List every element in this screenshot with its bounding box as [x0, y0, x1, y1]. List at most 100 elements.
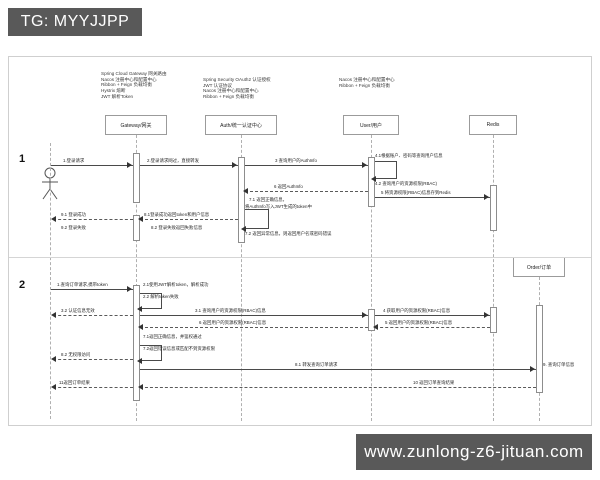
message-label-s2-10: 10 返回订单查询结果 — [413, 380, 455, 385]
note-auth-line-4: Ribbon + Feign 负载均衡 — [203, 94, 254, 100]
arrowhead-s2-1 — [127, 286, 132, 292]
lifeline-auth — [241, 135, 242, 421]
message-label-s1-91: 9.1 登录成功 — [61, 212, 86, 217]
participant-box-gateway[interactable]: Gateway/网关 — [105, 115, 167, 135]
selfloop-s1-41 — [375, 161, 397, 179]
arrowhead-s2-4 — [484, 312, 489, 318]
message-label-s1-41: 4.1根据账户、密码等查询用户信息 — [375, 153, 443, 158]
arrow-s2-32 — [53, 315, 133, 316]
message-label-s2-21: 2.1使用JWT解析token，解析成功 — [143, 282, 209, 287]
arrow-s2-11 — [53, 387, 133, 388]
lifeline-user — [371, 135, 372, 421]
message-label-s1-71: 7.1 返回正确信息， — [249, 197, 288, 202]
message-label-s1-1: 1.登录请求 — [63, 158, 85, 163]
arrow-s1-81 — [140, 219, 238, 220]
activation-user-s1 — [368, 157, 375, 207]
arrow-s1-2 — [140, 165, 238, 166]
participant-label-order: Order/订单 — [526, 264, 552, 271]
message-label-s2-1: 1.查询订单请求,携带token — [57, 282, 108, 287]
message-label-s1-3: 3 查询用户的AuthInfo — [275, 158, 317, 163]
note-user-line-1: Nacos 注册中心和配置中心 — [339, 77, 395, 82]
note-user-line-2: Ribbon + Feign 负载均衡 — [339, 82, 390, 88]
sequence-diagram-frame: Spring Cloud Gateway 网关路由 Nacos 注册中心和配置中… — [8, 56, 592, 426]
arrowhead-s2-22 — [137, 306, 142, 312]
arrowhead-s2-72 — [137, 358, 142, 364]
participant-box-user[interactable]: User/用户 — [343, 115, 399, 135]
arrowhead-s1-6 — [243, 188, 248, 194]
note-gateway-line-3: Ribbon + Feign 负载均衡 — [101, 82, 152, 88]
message-label-s2-71: 7.1返回正确信息，并鉴权通过 — [143, 334, 202, 339]
arrow-s2-10 — [140, 387, 536, 388]
message-label-s1-42: 4.2 查询用户的资源权限(RBAC) — [375, 181, 437, 186]
arrow-s2-1 — [51, 289, 133, 290]
selfloop-s1-72 — [245, 209, 269, 229]
arrowhead-s1-72 — [241, 226, 246, 232]
arrowhead-s1-3 — [362, 162, 367, 168]
arrowhead-s1-1 — [127, 162, 132, 168]
top-watermark-tag: TG: MYYJJPP — [8, 8, 142, 36]
arrowhead-s1-81 — [138, 216, 143, 222]
bottom-watermark-tag: www.zunlong-z6-jituan.com — [356, 434, 592, 470]
activation-gateway-s1b — [133, 215, 140, 241]
arrow-s1-5 — [375, 197, 490, 198]
message-label-s2-6: 6 返回用户的资源权限(RBAC)信息 — [199, 320, 267, 325]
note-gateway-line-4: Hystrix 熔断 — [101, 88, 126, 94]
message-label-s2-82: 8.2 无权限访问 — [61, 352, 91, 357]
arrow-s2-5 — [375, 327, 490, 328]
participant-label-redis: Redis — [486, 122, 500, 128]
message-label-s1-81: 8.1登录成功返回token和用户信息 — [144, 212, 210, 217]
activation-redis-s1 — [490, 185, 497, 231]
lifeline-redis — [493, 135, 494, 421]
message-label-s2-81: 8.1 转发查询订单请求 — [295, 362, 338, 367]
arrow-s2-82 — [53, 359, 133, 360]
arrow-s1-6 — [245, 191, 368, 192]
activation-order-s2 — [536, 305, 543, 393]
arrow-s1-1 — [51, 165, 133, 166]
arrow-s1-3 — [245, 165, 368, 166]
arrowhead-s2-82 — [51, 356, 56, 362]
note-auth-line-2: JWT 认证协议 — [203, 82, 233, 88]
activation-gateway-s2 — [133, 285, 140, 401]
selfloop-s2-72 — [140, 345, 162, 361]
message-label-s2-9: 9. 查询订单信息 — [543, 362, 575, 367]
note-gateway: Spring Cloud Gateway 网关路由 Nacos 注册中心和配置中… — [101, 71, 167, 100]
arrowhead-s2-31 — [362, 312, 367, 318]
arrowhead-s1-2 — [232, 162, 237, 168]
message-label-s1-5: 5 将资源权限(RBAC)信息存到Redis — [381, 190, 451, 195]
arrow-s2-6 — [140, 327, 368, 328]
note-auth-line-3: Nacos 注册中心和配置中心 — [203, 88, 259, 94]
arrowhead-s2-81 — [530, 366, 535, 372]
participant-label-gateway: Gateway/网关 — [120, 122, 152, 129]
message-label-s1-92: 9.2 登录失败 — [61, 225, 86, 230]
note-gateway-line-1: Spring Cloud Gateway 网关路由 — [101, 71, 167, 76]
lifeline-gateway — [136, 135, 137, 421]
participant-box-auth[interactable]: Auth/统一认证中心 — [205, 115, 277, 135]
arrow-s2-4 — [375, 315, 490, 316]
activation-redis-s2 — [490, 307, 497, 333]
arrow-s2-31 — [140, 315, 368, 316]
arrowhead-s1-91 — [51, 216, 56, 222]
message-label-s2-31: 3.1 查询用户的资源权限(RBAC)信息 — [195, 308, 266, 313]
note-auth: Spring Security OAuth2 认证授权 JWT 认证协议 Nac… — [203, 77, 271, 100]
message-label-s1-2: 2.登录请求网过，直接转发 — [147, 158, 199, 163]
message-label-s1-71b: 将AuthInfo写入JWT生成的token中 — [245, 204, 312, 209]
message-label-s2-72: 7.2返回错误信息或匹配不到资源权限 — [143, 346, 215, 351]
message-label-s2-5: 5 返回用户的资源权限(RBAC)信息 — [385, 320, 453, 325]
activation-user-s2 — [368, 309, 375, 331]
lifeline-actor — [50, 143, 51, 419]
participant-box-redis[interactable]: Redis — [469, 115, 517, 135]
message-label-s2-22: 2.2 解析token失败 — [143, 294, 179, 299]
arrowhead-s2-11 — [51, 384, 56, 390]
section-separator — [9, 257, 591, 258]
message-label-s1-72: 7.2 返回异常信息，则返回用户名或密码错误 — [245, 231, 332, 236]
participant-box-order[interactable]: Order/订单 — [513, 257, 565, 277]
arrowhead-s1-41 — [371, 176, 376, 182]
arrow-s2-81 — [140, 369, 536, 370]
arrowhead-s2-10 — [138, 384, 143, 390]
participant-label-auth: Auth/统一认证中心 — [220, 122, 262, 129]
message-label-s2-11: 11返回订单结果 — [59, 380, 90, 385]
note-gateway-line-5: JWT 解析Token — [101, 93, 134, 99]
arrowhead-s2-6 — [138, 324, 143, 330]
section-number-2: 2 — [19, 279, 26, 291]
